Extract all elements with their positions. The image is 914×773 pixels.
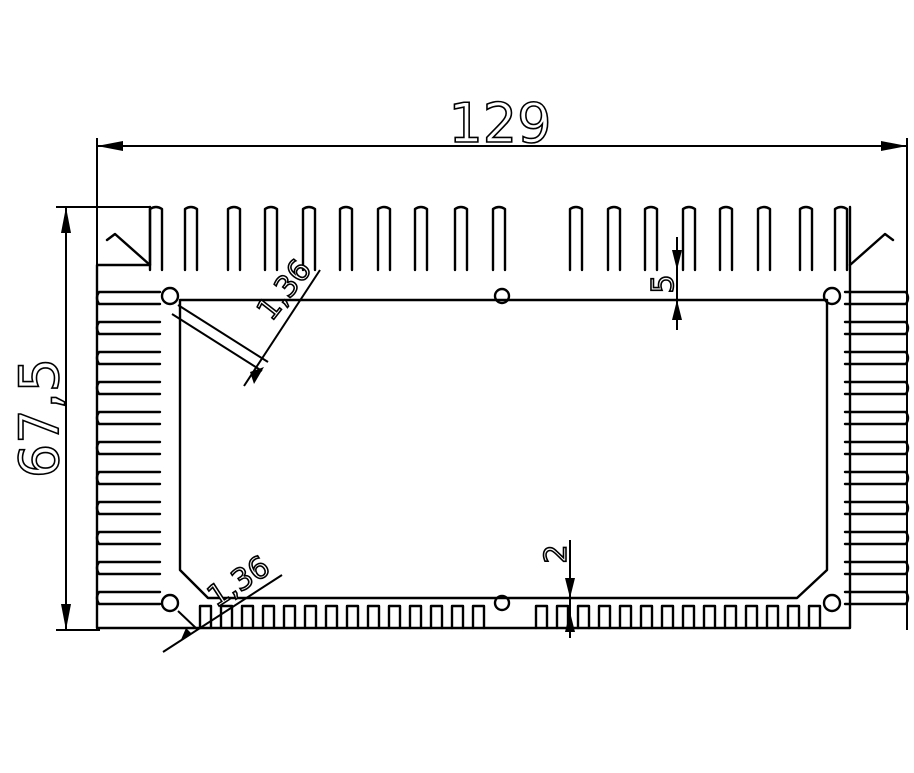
left-fin [95, 560, 162, 576]
top-fin [681, 205, 697, 272]
bottom-tooth [408, 604, 423, 630]
bottom-tooth [576, 604, 591, 630]
top-fin [718, 205, 734, 272]
left-fin [95, 440, 162, 456]
bottom-tooth [450, 604, 465, 630]
left-fin [95, 530, 162, 546]
diagonal-dimension-top: 1,36 [171, 252, 321, 387]
right-fin [843, 590, 910, 606]
bottom-tooth [660, 604, 675, 630]
bottom-tooth [219, 604, 234, 630]
left-fin [95, 470, 162, 486]
top-fin [226, 205, 242, 272]
bottom-teeth [198, 604, 822, 630]
right-fin [843, 500, 910, 516]
heatsink-profile [95, 205, 895, 630]
top-fin [376, 205, 392, 272]
bottom-tooth [786, 604, 801, 630]
bottom-tooth [597, 604, 612, 630]
bottom-tooth [618, 604, 633, 630]
top-fin [798, 205, 814, 272]
right-fin [843, 380, 910, 396]
bottom-tooth [282, 604, 297, 630]
diagonal-top-label: 1,36 [250, 253, 319, 327]
left-fins [95, 290, 162, 606]
right-fin [843, 290, 910, 306]
left-fin [95, 290, 162, 306]
top-fin [263, 205, 279, 272]
left-fin [95, 320, 162, 336]
right-fin [843, 410, 910, 426]
bottom-tooth [681, 604, 696, 630]
top-fin [301, 205, 317, 272]
top-fin [606, 205, 622, 272]
bottom-tooth [555, 604, 570, 630]
bottom-wall-dimension: 2 [538, 540, 575, 638]
top-fin [413, 205, 429, 272]
bottom-tooth [471, 604, 486, 630]
top-fin [453, 205, 469, 272]
left-fin [95, 350, 162, 366]
bottom-tooth [198, 604, 213, 630]
left-fin [95, 590, 162, 606]
right-fin [843, 470, 910, 486]
top-fin [183, 205, 199, 272]
top-fin [338, 205, 354, 272]
top-fin [491, 205, 507, 272]
bottom-tooth [387, 604, 402, 630]
bottom-tooth [366, 604, 381, 630]
right-fins [843, 290, 910, 606]
bottom-tooth [345, 604, 360, 630]
bottom-tooth [723, 604, 738, 630]
right-fin [843, 320, 910, 336]
bottom-tooth [429, 604, 444, 630]
right-fin [843, 530, 910, 546]
bottom-tooth [639, 604, 654, 630]
bottom-tooth [765, 604, 780, 630]
bottom-tooth [534, 604, 549, 630]
top-fins [148, 205, 849, 272]
bottom-tooth [744, 604, 759, 630]
width-dimension: 129 [96, 91, 908, 630]
top-fin [756, 205, 772, 272]
right-fin [843, 440, 910, 456]
width-label: 129 [448, 92, 551, 155]
top-fin [643, 205, 659, 272]
height-label: 67,5 [8, 358, 71, 478]
bottom-tooth [807, 604, 822, 630]
height-dimension: 67,5 [7, 206, 150, 631]
top-fin [148, 205, 164, 272]
right-fin [843, 560, 910, 576]
top-fin [568, 205, 584, 272]
bottom-wall-label: 2 [539, 544, 574, 563]
top-fin [833, 205, 849, 272]
bottom-tooth [261, 604, 276, 630]
fin-depth-dimension: 5 [645, 237, 682, 330]
left-fin [95, 380, 162, 396]
bottom-tooth [324, 604, 339, 630]
fin-depth-label: 5 [646, 274, 681, 293]
bottom-tooth [303, 604, 318, 630]
bottom-tooth [240, 604, 255, 630]
left-fin [95, 410, 162, 426]
right-fin [843, 350, 910, 366]
left-fin [95, 500, 162, 516]
bottom-tooth [702, 604, 717, 630]
